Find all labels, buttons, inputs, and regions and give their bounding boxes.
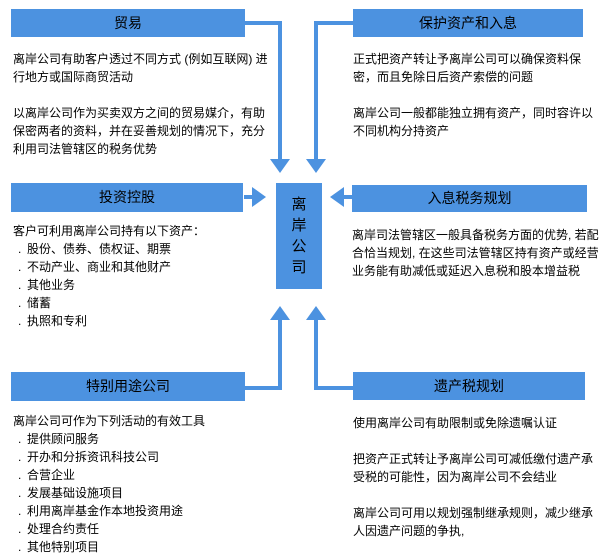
trade-connector-vertical: [278, 21, 282, 159]
special-purpose-connector-horizontal: [245, 386, 282, 390]
protect-assets-section-header: 保护资产和入息: [353, 9, 583, 37]
investment-holding-section-body: 客户可利用离岸公司持有以下资产： . 股份、债券、债权证、期票 . 不动产业、商…: [13, 222, 261, 330]
estate-tax-planning-section-body: 使用离岸公司有助限制或免除遗嘱认证 把资产正式转让予离岸公司可减低缴付遗产承受税…: [353, 414, 600, 558]
special-purpose-section-header: 特别用途公司: [11, 372, 245, 401]
income-tax-planning-connector-line: [344, 195, 352, 199]
trade-paragraph: 以离岸公司作为买卖双方之间的贸易媒介，有助保密两者的资料，并在妥善规划的情况下，…: [13, 106, 266, 156]
list-item: . 储蓄: [13, 294, 261, 312]
estate-tax-planning-section-header: 遗产税规划: [353, 372, 585, 400]
income-tax-planning-arrowhead-left-icon: [330, 187, 344, 207]
protect-assets-arrowhead-down-icon: [306, 159, 326, 173]
center-node-label: 离岸公司: [291, 196, 307, 276]
bullet-icon: .: [18, 522, 22, 536]
list-item-label: 储蓄: [27, 296, 52, 310]
protect-assets-section-body: 正式把资产转让予离岸公司可以确保资料保密，而且免除日后资产索偿的问题 离岸公司一…: [353, 50, 599, 158]
trade-section-body: 离岸公司有助客户透过不同方式 (例如互联网) 进行地方或国际商贸活动 以离岸公司…: [13, 50, 269, 176]
offshore-company-center-node: 离岸公司: [276, 183, 322, 289]
list-item: . 合营企业: [13, 466, 275, 484]
protect-assets-connector-vertical: [314, 21, 318, 159]
bullet-icon: .: [18, 296, 22, 310]
list-item-label: 合营企业: [27, 468, 76, 482]
bullet-icon: .: [18, 504, 22, 518]
bullet-icon: .: [18, 450, 22, 464]
estate-tax-planning-connector-vertical: [314, 320, 318, 390]
list-item-label: 提供顾问服务: [27, 432, 100, 446]
estate-tax-planning-paragraph: 使用离岸公司有助限制或免除遗嘱认证: [353, 416, 558, 430]
bullet-icon: .: [18, 540, 22, 554]
trade-paragraph: 离岸公司有助客户透过不同方式 (例如互联网) 进行地方或国际商贸活动: [13, 52, 268, 84]
income-tax-planning-paragraph: 离岸司法管辖区一般具备税务方面的优势, 若配合恰当规划, 在这些司法管辖区持有资…: [352, 228, 599, 278]
investment-holding-arrowhead-right-icon: [252, 187, 266, 207]
bullet-icon: .: [18, 242, 22, 256]
list-item: . 股份、债券、债权证、期票: [13, 240, 261, 258]
list-item: . 其他特别项目: [13, 538, 275, 556]
special-purpose-arrowhead-up-icon: [270, 306, 290, 320]
special-purpose-section-body: 离岸公司可作为下列活动的有效工具 . 提供顾问服务 . 开办和分拆资讯科技公司 …: [13, 412, 275, 556]
estate-tax-planning-connector-horizontal: [316, 386, 353, 390]
trade-section-header: 贸易: [11, 9, 245, 37]
investment-holding-section-header: 投资控股: [11, 183, 243, 212]
list-item-label: 股份、债券、债权证、期票: [27, 242, 172, 256]
list-item: . 其他业务: [13, 276, 261, 294]
list-item: . 发展基础设施项目: [13, 484, 275, 502]
list-item: . 开办和分拆资讯科技公司: [13, 448, 275, 466]
bullet-icon: .: [18, 432, 22, 446]
investment-holding-connector-line: [244, 195, 252, 199]
income-tax-planning-section-body: 离岸司法管辖区一般具备税务方面的优势, 若配合恰当规划, 在这些司法管辖区持有资…: [352, 226, 600, 298]
list-item: . 处理合约责任: [13, 520, 275, 538]
estate-tax-planning-paragraph: 把资产正式转让予离岸公司可减低缴付遗产承受税的可能性，因为离岸公司不会结业: [353, 452, 594, 484]
bullet-icon: .: [18, 260, 22, 274]
bullet-icon: .: [18, 314, 22, 328]
list-item-label: 其他业务: [27, 278, 76, 292]
list-item: . 不动产业、商业和其他财产: [13, 258, 261, 276]
list-item: . 利用离岸基金作本地投资用途: [13, 502, 275, 520]
estate-tax-planning-paragraph: 离岸公司可用以规划强制继承规则，减少继承人因遗产问题的争执,: [353, 506, 594, 538]
special-purpose-intro: 离岸公司可作为下列活动的有效工具: [13, 414, 206, 428]
list-item-label: 利用离岸基金作本地投资用途: [27, 504, 184, 518]
estate-tax-planning-arrowhead-up-icon: [306, 306, 326, 320]
special-purpose-connector-vertical: [278, 320, 282, 390]
trade-connector-horizontal: [245, 21, 282, 25]
protect-assets-paragraph: 正式把资产转让予离岸公司可以确保资料保密，而且免除日后资产索偿的问题: [353, 52, 582, 84]
list-item: . 执照和专利: [13, 312, 261, 330]
list-item-label: 执照和专利: [27, 314, 88, 328]
list-item-label: 发展基础设施项目: [27, 486, 124, 500]
bullet-icon: .: [18, 278, 22, 292]
trade-arrowhead-down-icon: [270, 159, 290, 173]
list-item-label: 处理合约责任: [27, 522, 100, 536]
bullet-icon: .: [18, 468, 22, 482]
list-item-label: 不动产业、商业和其他财产: [27, 260, 172, 274]
bullet-icon: .: [18, 486, 22, 500]
protect-assets-connector-horizontal: [316, 21, 353, 25]
list-item: . 提供顾问服务: [13, 430, 275, 448]
list-item-label: 其他特别项目: [27, 540, 100, 554]
investment-holding-intro: 客户可利用离岸公司持有以下资产：: [13, 224, 206, 238]
protect-assets-paragraph: 离岸公司一般都能独立拥有资产，同时容许以不同机构分持资产: [353, 106, 594, 138]
income-tax-planning-section-header: 入息税务规划: [352, 185, 587, 212]
list-item-label: 开办和分拆资讯科技公司: [27, 450, 160, 464]
